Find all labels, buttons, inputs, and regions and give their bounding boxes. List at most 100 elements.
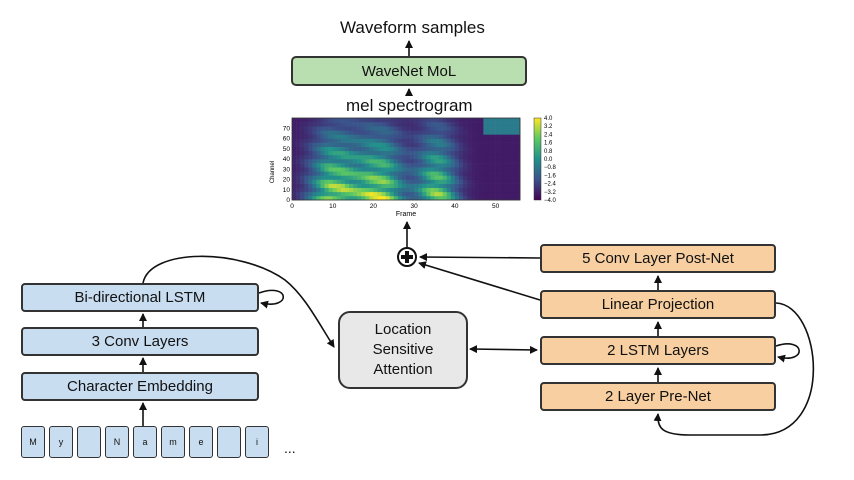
spectrogram-cell bbox=[296, 167, 301, 172]
spectrogram-cell bbox=[515, 159, 521, 164]
spectrogram-cell bbox=[458, 130, 464, 135]
spectrogram-cell bbox=[503, 134, 509, 139]
spectrogram-cell bbox=[353, 191, 358, 197]
spectrogram-cell bbox=[300, 150, 305, 156]
ellipsis: ... bbox=[284, 440, 296, 456]
spectrogram-cell bbox=[430, 179, 435, 184]
spectrogram-cell bbox=[458, 122, 464, 127]
spectrogram-cell bbox=[365, 171, 370, 176]
spectrogram-cell bbox=[385, 179, 391, 184]
spectrogram-cell bbox=[377, 118, 382, 123]
spectrogram-cell bbox=[487, 163, 492, 168]
spectrogram-cell bbox=[340, 126, 346, 131]
spectrogram-cell bbox=[471, 122, 476, 127]
spectrogram-cell bbox=[344, 154, 350, 160]
spectrogram-cell bbox=[471, 134, 476, 139]
spectrogram-cell bbox=[442, 187, 448, 193]
spectrogram-cell bbox=[353, 126, 358, 131]
spectrogram-cell bbox=[389, 154, 395, 160]
spectrogram-cell bbox=[458, 187, 464, 193]
spectrogram-cell bbox=[430, 187, 435, 193]
spectrogram-cell bbox=[292, 154, 297, 160]
spectrogram-x-tick: 30 bbox=[411, 203, 419, 210]
spectrogram-cell bbox=[373, 142, 378, 147]
spectrogram-cell bbox=[418, 146, 423, 152]
spectrogram-cell bbox=[515, 118, 521, 123]
spectrogram-cell bbox=[361, 134, 366, 139]
spectrogram-cell bbox=[381, 138, 386, 143]
spectrogram-cell bbox=[365, 163, 370, 168]
spectrogram-cell bbox=[430, 154, 435, 160]
spectrogram-cell bbox=[430, 122, 435, 127]
spectrogram-cell bbox=[442, 175, 448, 180]
spectrogram-cell bbox=[320, 146, 325, 152]
spectrogram-cell bbox=[308, 134, 313, 139]
spectrogram-cell bbox=[312, 159, 317, 164]
spectrogram-cell bbox=[463, 163, 468, 168]
spectrogram-cell bbox=[503, 118, 509, 123]
spectrogram-cell bbox=[397, 179, 403, 184]
spectrogram-cell bbox=[458, 154, 464, 160]
spectrogram-cell bbox=[361, 154, 366, 160]
spectrogram-cell bbox=[316, 118, 321, 123]
spectrogram-cell bbox=[479, 195, 484, 201]
spectrogram-cell bbox=[397, 122, 403, 127]
spectrogram-cell bbox=[475, 183, 480, 188]
spectrogram-cell bbox=[499, 191, 505, 197]
spectrogram-cell bbox=[483, 146, 488, 152]
spectrogram-cell bbox=[320, 134, 325, 139]
spectrogram-cell bbox=[458, 138, 464, 143]
spectrogram-cell bbox=[410, 154, 415, 160]
spectrogram-cell bbox=[393, 138, 399, 143]
spectrogram-cell bbox=[344, 175, 350, 180]
spectrogram-cell bbox=[369, 150, 374, 156]
spectrogram-cell bbox=[369, 122, 374, 127]
spectrogram-cell bbox=[463, 146, 468, 152]
spectrogram-cell bbox=[332, 187, 338, 193]
spectrogram-cell bbox=[499, 130, 505, 135]
spectrogram-cell bbox=[511, 167, 517, 172]
spectrogram-cell bbox=[381, 126, 386, 131]
spectrogram-cell bbox=[515, 150, 521, 156]
spectrogram-cell bbox=[308, 118, 313, 123]
spectrogram-cell bbox=[340, 122, 346, 127]
spectrogram-cell bbox=[296, 146, 301, 152]
spectrogram-cell bbox=[426, 142, 431, 147]
spectrogram-cell bbox=[446, 159, 452, 164]
spectrogram-cell bbox=[373, 154, 378, 160]
spectrogram-cell bbox=[475, 118, 480, 123]
spectrogram-cell bbox=[353, 130, 358, 135]
spectrogram-cell bbox=[458, 191, 464, 197]
spectrogram-cell bbox=[507, 118, 513, 123]
spectrogram-cell bbox=[336, 167, 342, 172]
spectrogram-cell bbox=[340, 150, 346, 156]
spectrogram-cell bbox=[393, 159, 399, 164]
spectrogram-cell bbox=[438, 183, 443, 188]
spectrogram-cell bbox=[507, 171, 513, 176]
spectrogram-cell bbox=[507, 163, 513, 168]
spectrogram-cell bbox=[507, 142, 513, 147]
spectrogram-cell bbox=[373, 159, 378, 164]
spectrogram-cell bbox=[442, 150, 448, 156]
spectrogram-cell bbox=[401, 195, 407, 201]
spectrogram-cell bbox=[381, 150, 386, 156]
spectrogram-cell bbox=[344, 130, 350, 135]
spectrogram-cell bbox=[422, 146, 427, 152]
spectrogram-cell bbox=[381, 118, 386, 123]
spectrogram-cell bbox=[434, 179, 439, 184]
spectrogram-cell bbox=[483, 122, 488, 127]
spectrogram-cell bbox=[365, 126, 370, 131]
spectrogram-cell bbox=[373, 167, 378, 172]
output-label: Waveform samples bbox=[340, 18, 485, 37]
spectrogram-cell bbox=[503, 191, 509, 197]
spectrogram-cell bbox=[495, 195, 500, 201]
spectrogram-cell bbox=[320, 122, 325, 127]
spectrogram-cell bbox=[397, 163, 403, 168]
spectrogram-cell bbox=[515, 154, 521, 160]
spectrogram-cell bbox=[316, 187, 321, 193]
arrow-projection-to-prenet bbox=[653, 302, 815, 436]
spectrogram-cell bbox=[442, 163, 448, 168]
spectrogram-cell bbox=[418, 122, 423, 127]
spectrogram-cell bbox=[438, 130, 443, 135]
conv-layers-label: 3 Conv Layers bbox=[91, 333, 189, 350]
